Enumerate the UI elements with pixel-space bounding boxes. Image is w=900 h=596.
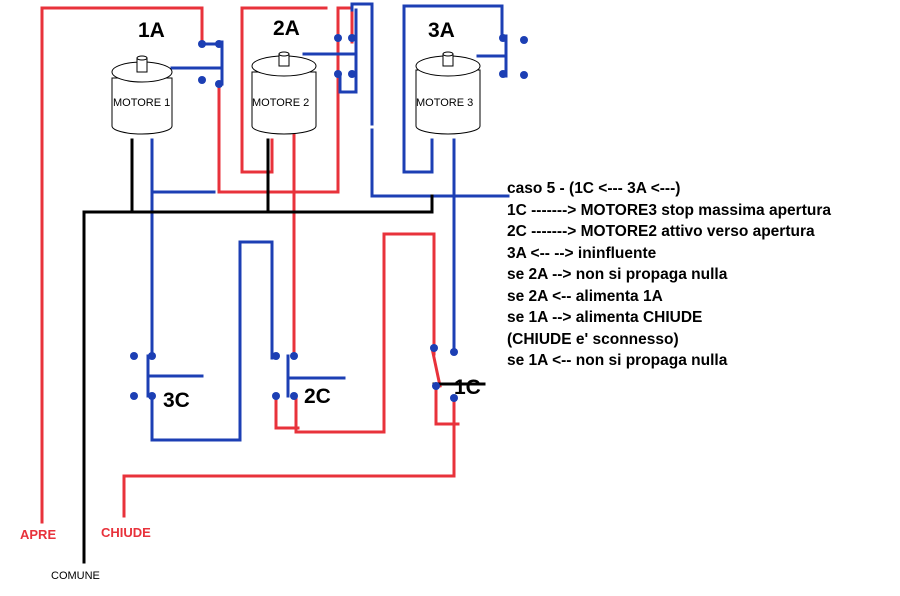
contact-1c-bottom-left xyxy=(432,382,440,390)
comune-wire xyxy=(82,194,434,564)
relay-label-3c: 3C xyxy=(163,389,190,412)
contact-1c-top-left xyxy=(430,344,438,352)
red-wires xyxy=(40,6,460,524)
blue-wire-motor3-feed xyxy=(402,138,434,174)
contact-2c-top-left xyxy=(272,352,280,360)
contact-2a-bottom-right xyxy=(348,70,356,78)
relay-label-1c: 1C xyxy=(454,376,481,399)
chiude-wire xyxy=(122,398,456,518)
contact-3c-bottom-left xyxy=(130,392,138,400)
terminal-label-comune: COMUNE xyxy=(51,570,100,582)
contact-2c-bottom-left xyxy=(272,392,280,400)
relay-label-3a: 3A xyxy=(428,19,455,42)
contact-1a-top-right xyxy=(215,40,223,48)
contact-3a-top xyxy=(499,34,507,42)
note-line: 3A <-- --> ininfluente xyxy=(507,244,657,262)
motor-2 xyxy=(251,51,317,135)
motor-3 xyxy=(415,51,481,135)
contact-1a-top xyxy=(198,40,206,48)
relay-2a-lower xyxy=(338,72,358,94)
contact-1a-bottom-right xyxy=(215,80,223,88)
note-line: caso 5 - (1C <--- 3A <---) xyxy=(507,180,681,197)
contact-2c-bottom xyxy=(290,392,298,400)
contact-3c-top xyxy=(148,352,156,360)
contact-3c-top-left xyxy=(130,352,138,360)
blue-wire-3c-2c xyxy=(150,240,274,442)
relay-label-2a: 2A xyxy=(273,17,300,40)
contact-1a-bottom xyxy=(198,76,206,84)
red-wire-2c-left xyxy=(274,396,300,430)
contact-2c-top xyxy=(290,352,298,360)
terminal-label-apre: APRE xyxy=(20,527,57,542)
note-line: se 2A --> non si propaga nulla xyxy=(507,266,728,283)
terminal-label-chiude: CHIUDE xyxy=(101,525,151,540)
relay-label-1a: 1A xyxy=(138,19,165,42)
blue-wire-2a-right xyxy=(350,2,374,126)
red-wire-motor2-feed xyxy=(240,138,274,174)
relay-label-2c: 2C xyxy=(304,385,331,408)
contact-1c-top xyxy=(450,348,458,356)
red-wire-1c-stub xyxy=(434,382,460,426)
red-wire-2c-1c xyxy=(294,232,436,434)
note-line: 1C -------> MOTORE3 stop massima apertur… xyxy=(507,201,831,219)
apre-wire xyxy=(40,6,204,524)
note-line: se 1A --> alimenta CHIUDE xyxy=(507,309,703,326)
relay-1c-switch-red xyxy=(430,346,442,388)
blue-wire-motor3-box xyxy=(402,4,504,174)
contact-dots xyxy=(130,34,528,402)
note-line: se 1A <-- non si propaga nulla xyxy=(507,352,728,369)
red-wire-motor2-loop xyxy=(240,6,328,174)
contact-2a-bottom xyxy=(334,70,342,78)
contact-3c-bottom xyxy=(148,392,156,400)
blue-wire-to-notes xyxy=(370,128,510,198)
motor-label-3: MOTORE 3 xyxy=(416,97,474,109)
note-line: 2C -------> MOTORE2 attivo verso apertur… xyxy=(507,223,815,240)
black-wires xyxy=(82,138,486,564)
contact-3a-bottom xyxy=(499,70,507,78)
red-wire-1a-2a xyxy=(217,6,354,194)
contact-3a-top-right xyxy=(520,36,528,44)
contact-2a-top xyxy=(334,34,342,42)
note-line: se 2A <-- alimenta 1A xyxy=(507,287,663,305)
note-line: (CHIUDE e' sconnesso) xyxy=(507,330,679,348)
motor-label-1: MOTORE 1 xyxy=(113,97,171,109)
motor-label-2: MOTORE 2 xyxy=(252,97,310,109)
motor-1 xyxy=(111,55,173,135)
contact-1c-bottom xyxy=(450,394,458,402)
contact-3a-bottom-right xyxy=(520,71,528,79)
contact-2a-top-right xyxy=(348,34,356,42)
case-notes: caso 5 - (1C <--- 3A <---) 1C -------> M… xyxy=(507,178,831,372)
blue-wire-motor1-right xyxy=(150,138,216,194)
